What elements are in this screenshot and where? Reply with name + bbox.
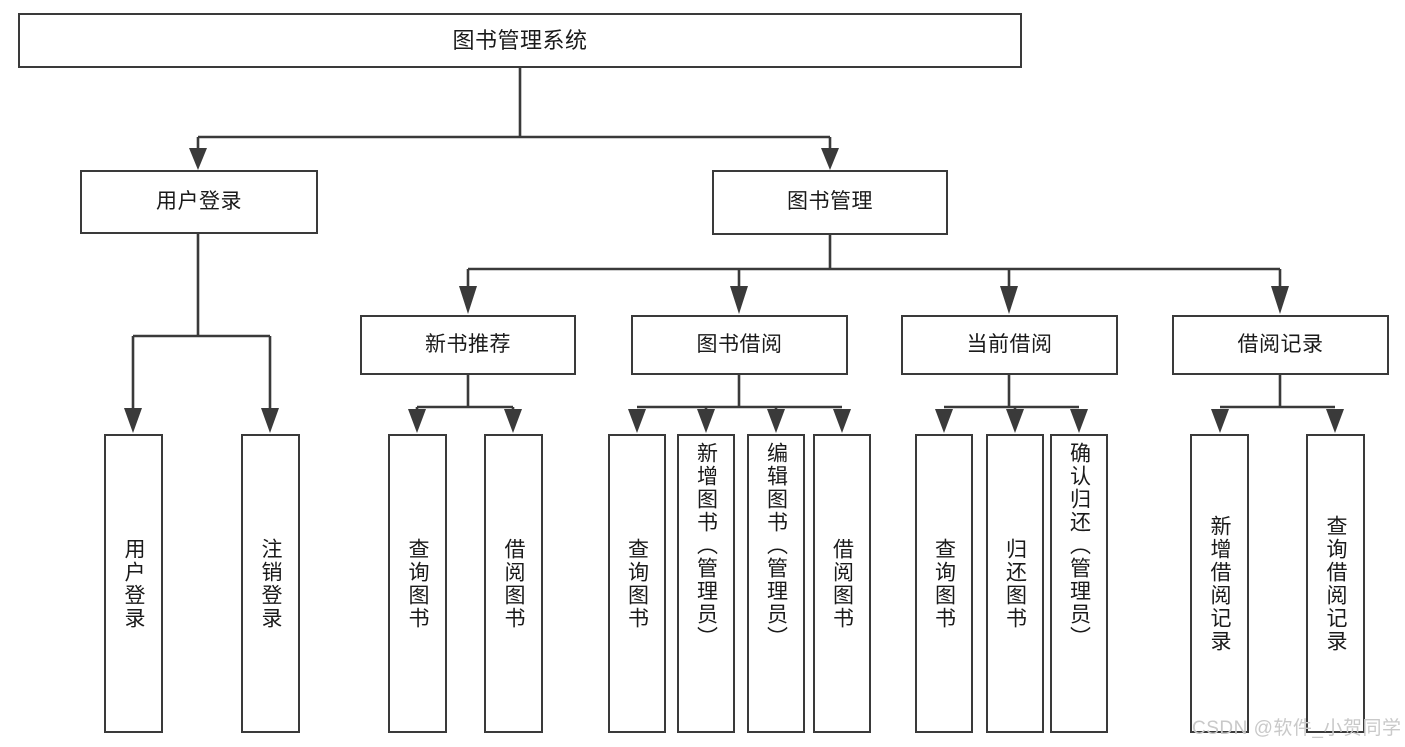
arrowhead-current-borrow xyxy=(1000,286,1018,314)
arrowhead-leaf-edit-book xyxy=(767,409,785,433)
node-root[interactable]: 图书管理系统 xyxy=(18,13,1022,68)
node-leaf-borrow-book-2-label: 借阅图书 xyxy=(830,537,854,630)
arrowhead-leaf-query-book-2 xyxy=(628,409,646,433)
arrowhead-book-borrow xyxy=(730,286,748,314)
node-leaf-return-book-label: 归还图书 xyxy=(1003,537,1027,630)
node-borrow-record-label: 借阅记录 xyxy=(1237,332,1324,356)
node-leaf-query-book-3-label: 查询图书 xyxy=(932,537,956,630)
node-current-borrow-label: 当前借阅 xyxy=(966,332,1053,356)
node-leaf-query-book-3[interactable]: 查询图书 xyxy=(915,434,973,733)
node-leaf-edit-book[interactable]: 编辑图书（管理员） xyxy=(747,434,805,733)
node-leaf-add-book-label: 新增图书（管理员） xyxy=(694,442,718,649)
arrowhead-leaf-borrow-book-2 xyxy=(833,409,851,433)
node-leaf-confirm-return[interactable]: 确认归还（管理员） xyxy=(1050,434,1108,733)
arrowhead-leaf-query-book-3 xyxy=(935,409,953,433)
node-new-book-recommend[interactable]: 新书推荐 xyxy=(360,315,576,375)
arrowhead-leaf-query-book-1 xyxy=(408,409,426,433)
node-leaf-query-record-label: 查询借阅记录 xyxy=(1324,514,1347,653)
node-borrow-record[interactable]: 借阅记录 xyxy=(1172,315,1389,375)
node-book-borrow-label: 图书借阅 xyxy=(696,332,783,356)
node-leaf-user-login[interactable]: 用户登录 xyxy=(104,434,163,733)
arrowhead-leaf-borrow-book-1 xyxy=(504,409,522,433)
node-root-label: 图书管理系统 xyxy=(452,27,588,53)
node-leaf-query-book-2[interactable]: 查询图书 xyxy=(608,434,666,733)
arrowhead-leaf-logout-login xyxy=(261,408,279,433)
node-book-manage[interactable]: 图书管理 xyxy=(712,170,948,235)
arrowhead-leaf-query-record xyxy=(1326,409,1344,433)
arrowhead-borrow-record xyxy=(1271,286,1289,314)
node-leaf-borrow-book-1[interactable]: 借阅图书 xyxy=(484,434,543,733)
arrowhead-leaf-add-record xyxy=(1211,409,1229,433)
node-book-manage-label: 图书管理 xyxy=(787,190,873,214)
watermark-text: CSDN @软件_小贺同学 xyxy=(1192,718,1402,739)
node-book-borrow[interactable]: 图书借阅 xyxy=(631,315,848,375)
arrowhead-user-login xyxy=(189,148,207,170)
node-user-login[interactable]: 用户登录 xyxy=(80,170,318,234)
arrowhead-leaf-return-book xyxy=(1006,409,1024,433)
node-leaf-return-book[interactable]: 归还图书 xyxy=(986,434,1044,733)
node-leaf-query-record[interactable]: 查询借阅记录 xyxy=(1306,434,1365,733)
node-leaf-logout-login[interactable]: 注销登录 xyxy=(241,434,300,733)
node-leaf-query-book-1[interactable]: 查询图书 xyxy=(388,434,447,733)
node-new-book-recommend-label: 新书推荐 xyxy=(425,332,511,356)
arrowhead-book-manage xyxy=(821,148,839,170)
node-current-borrow[interactable]: 当前借阅 xyxy=(901,315,1118,375)
node-leaf-borrow-book-1-label: 借阅图书 xyxy=(502,537,525,630)
node-leaf-add-record-label: 新增借阅记录 xyxy=(1208,514,1231,653)
node-leaf-borrow-book-2[interactable]: 借阅图书 xyxy=(813,434,871,733)
node-leaf-user-login-label: 用户登录 xyxy=(122,537,145,630)
node-leaf-edit-book-label: 编辑图书（管理员） xyxy=(764,442,788,649)
node-user-login-label: 用户登录 xyxy=(156,189,242,213)
node-leaf-query-book-2-label: 查询图书 xyxy=(625,537,649,630)
arrowhead-leaf-confirm-return xyxy=(1070,409,1088,433)
node-leaf-add-record[interactable]: 新增借阅记录 xyxy=(1190,434,1249,733)
arrowhead-leaf-user-login xyxy=(124,408,142,433)
node-leaf-query-book-1-label: 查询图书 xyxy=(406,537,429,630)
node-leaf-logout-login-label: 注销登录 xyxy=(259,537,282,630)
node-leaf-add-book[interactable]: 新增图书（管理员） xyxy=(677,434,735,733)
arrowhead-leaf-add-book xyxy=(697,409,715,433)
arrowhead-new-book-recommend xyxy=(459,286,477,314)
node-leaf-confirm-return-label: 确认归还（管理员） xyxy=(1067,442,1091,649)
